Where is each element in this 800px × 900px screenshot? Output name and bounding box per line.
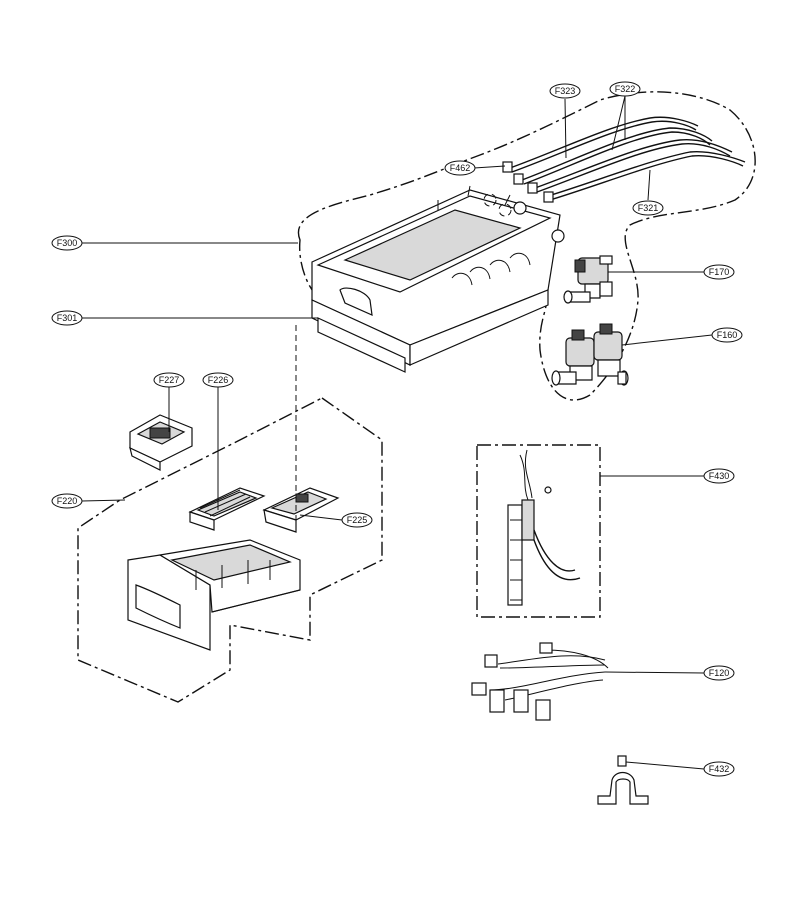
inlet-valve-double-icon (551, 323, 629, 386)
callout-f432: F432 (703, 761, 735, 777)
callout-f170: F170 (703, 264, 735, 280)
label-f120: F120 (709, 668, 730, 678)
clamp-icon (597, 755, 649, 805)
siphon-cap-f227-icon (129, 414, 193, 471)
callout-f227: F227 (153, 372, 185, 388)
callout-f226: F226 (202, 372, 234, 388)
label-f170: F170 (709, 267, 730, 277)
callout-f220: F220 (51, 493, 83, 509)
label-f323: F323 (555, 86, 576, 96)
label-f430: F430 (709, 471, 730, 481)
label-f321: F321 (638, 203, 659, 213)
callout-f300: F300 (51, 235, 83, 251)
label-f227: F227 (159, 375, 180, 385)
callout-f462: F462 (444, 160, 476, 176)
callout-f225: F225 (341, 512, 373, 528)
callout-f322: F322 (609, 81, 641, 97)
inlet-hoses-icon (502, 116, 746, 203)
label-f462: F462 (450, 163, 471, 173)
dispenser-housing-icon (311, 185, 565, 373)
callout-f160: F160 (711, 327, 743, 343)
callout-f301: F301 (51, 310, 83, 326)
inlet-valve-single-icon (563, 255, 613, 304)
callout-f323: F323 (549, 83, 581, 99)
label-f322: F322 (615, 84, 636, 94)
label-f225: F225 (347, 515, 368, 525)
hose-assembly-icon (507, 449, 581, 606)
siphon-insert-f226-icon (188, 487, 266, 531)
label-f160: F160 (717, 330, 738, 340)
callout-f321: F321 (632, 200, 664, 216)
leader-lines (81, 95, 713, 770)
label-f432: F432 (709, 764, 730, 774)
label-f220: F220 (57, 496, 78, 506)
callout-f120: F120 (703, 665, 735, 681)
callout-f430: F430 (703, 468, 735, 484)
detergent-drawer-f220-icon (127, 539, 301, 651)
label-f226: F226 (208, 375, 229, 385)
label-f301: F301 (57, 313, 78, 323)
siphon-insert-f225-icon (262, 487, 340, 533)
hose-group-outline (476, 444, 601, 618)
label-f300: F300 (57, 238, 78, 248)
wire-harness-icon (471, 642, 609, 721)
drawer-group-outline (77, 397, 383, 703)
